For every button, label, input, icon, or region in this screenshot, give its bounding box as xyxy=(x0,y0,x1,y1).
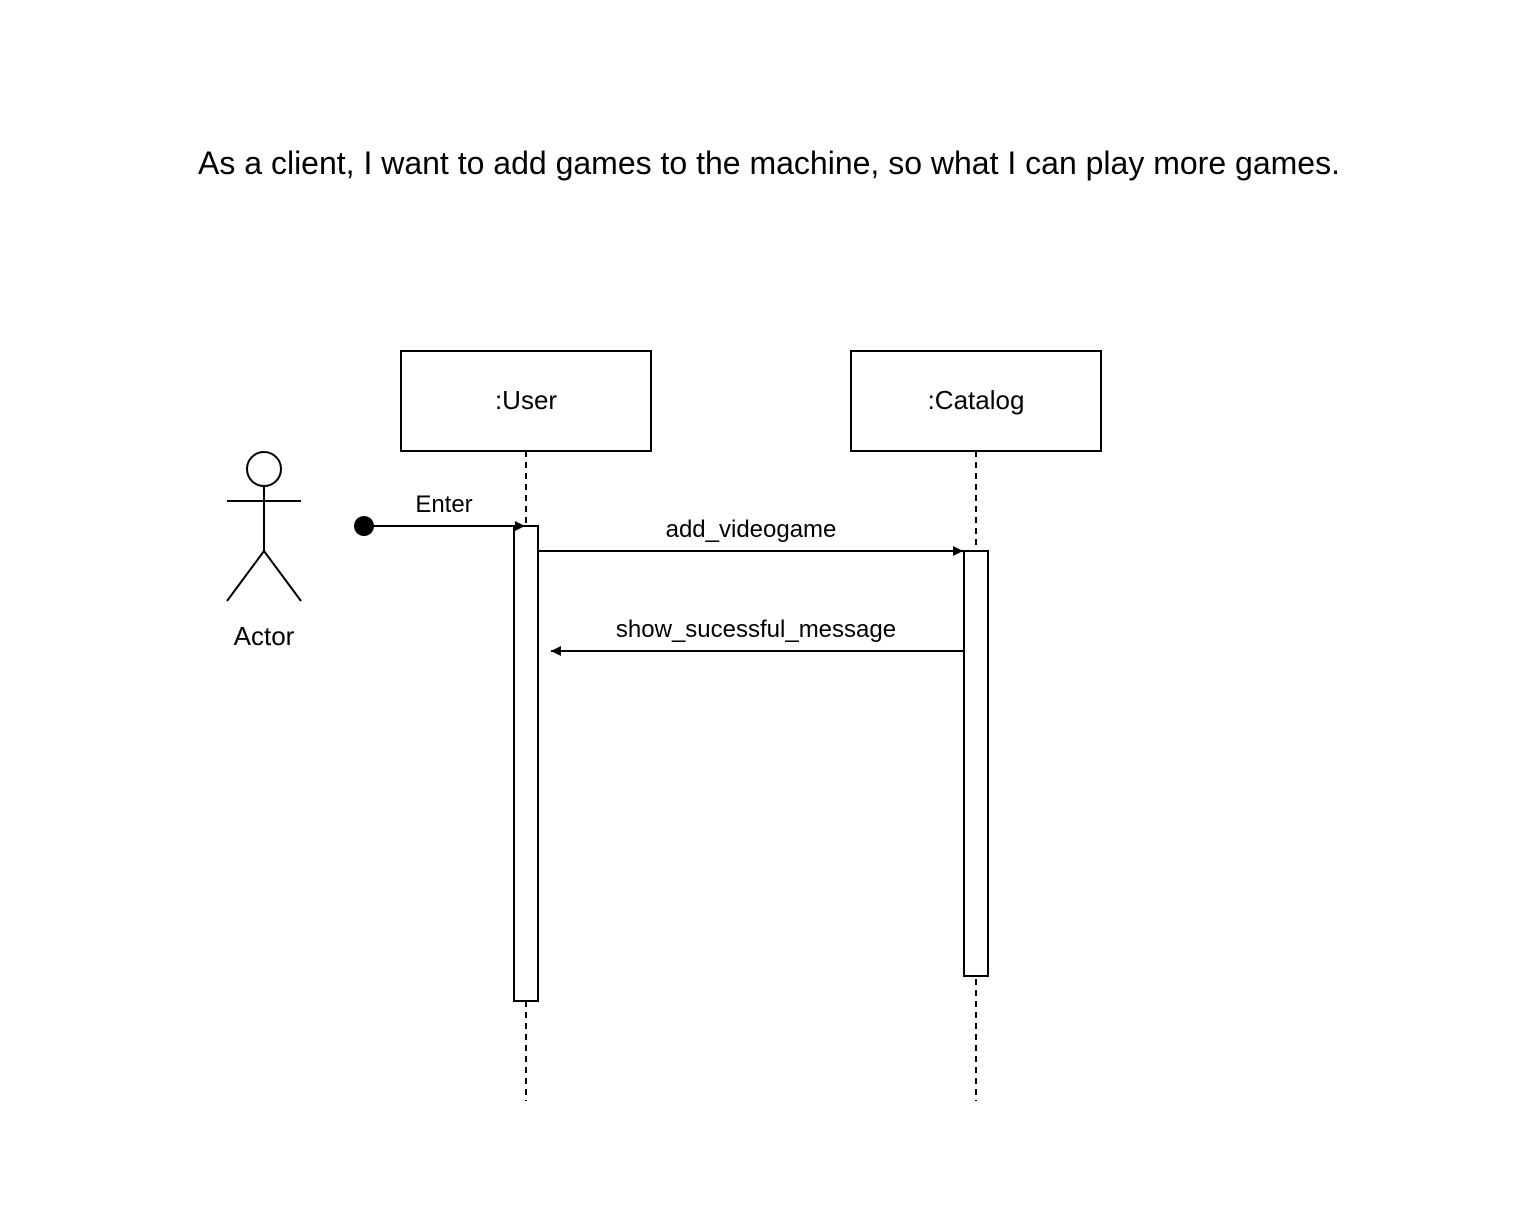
message-add-videogame-label: add_videogame xyxy=(666,516,837,543)
message-enter: Enter xyxy=(354,491,525,536)
user-story-text: As a client, I want to add games to the … xyxy=(198,145,1340,181)
lifeline-catalog-head: :Catalog xyxy=(850,350,1102,452)
message-show-sucessful-label: show_sucessful_message xyxy=(616,616,896,643)
actor-head xyxy=(246,451,282,487)
lifeline-catalog-label: :Catalog xyxy=(928,385,1025,415)
lifeline-user-box xyxy=(400,350,652,452)
actor-left-leg xyxy=(226,550,265,602)
lifeline-user-label: :User xyxy=(495,385,557,415)
actor-right-leg xyxy=(263,550,302,602)
activation-bar-catalog xyxy=(963,550,989,977)
actor-figure xyxy=(226,451,302,602)
lifeline-catalog-box xyxy=(850,350,1102,452)
message-enter-label: Enter xyxy=(415,491,472,518)
lifeline-user-head: :User xyxy=(400,350,652,452)
message-show-sucessful: show_sucessful_message xyxy=(551,616,964,656)
message-add-videogame: add_videogame xyxy=(538,516,963,556)
activation-bar-user xyxy=(513,525,539,1002)
actor-label: Actor xyxy=(234,621,295,651)
